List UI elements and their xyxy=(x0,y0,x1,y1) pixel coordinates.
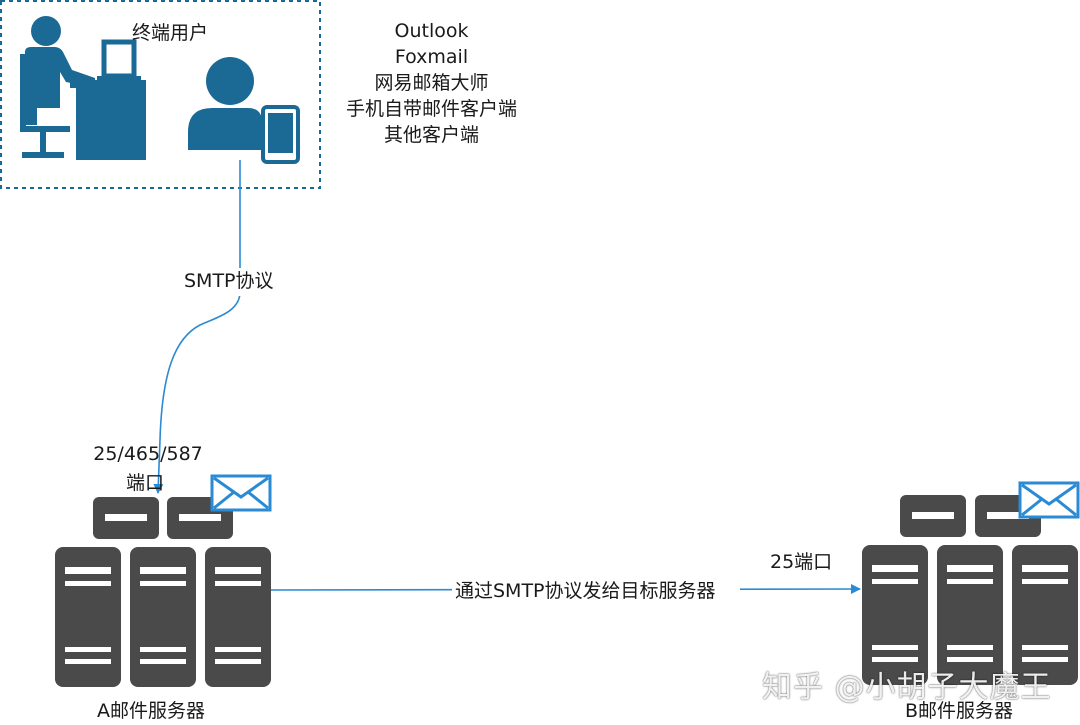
client-item: 网易邮箱大师 xyxy=(374,72,489,94)
client-item: Outlook xyxy=(394,20,469,42)
edge-label-smtp: SMTP协议 xyxy=(184,270,274,292)
server-b-icon xyxy=(862,495,1078,685)
server-b-name: B邮件服务器 xyxy=(905,700,1014,722)
server-a-name: A邮件服务器 xyxy=(97,700,205,722)
mail-icon xyxy=(210,474,272,512)
server-b-port: 25端口 xyxy=(770,551,833,573)
server-a-icon xyxy=(55,497,271,687)
mobile-user-icon xyxy=(188,57,300,164)
client-list: Outlook Foxmail 网易邮箱大师 手机自带邮件客户端 其他客户端 xyxy=(329,18,534,148)
edge-label-relay: 通过SMTP协议发给目标服务器 xyxy=(455,580,716,602)
watermark: 知乎 @小胡子大魔王 xyxy=(762,670,1052,705)
edge-client-to-server-a xyxy=(153,160,241,494)
server-a-ports-suffix: 端口 xyxy=(126,472,165,494)
client-item: Foxmail xyxy=(394,46,469,68)
client-item: 手机自带邮件客户端 xyxy=(345,98,517,120)
user-group-container xyxy=(0,0,321,189)
server-a-ports: 25/465/587 xyxy=(93,443,203,465)
client-item: 其他客户端 xyxy=(383,124,479,146)
mail-icon xyxy=(1018,481,1080,519)
desk-user-icon xyxy=(20,16,146,160)
user-group-title: 终端用户 xyxy=(132,22,209,44)
